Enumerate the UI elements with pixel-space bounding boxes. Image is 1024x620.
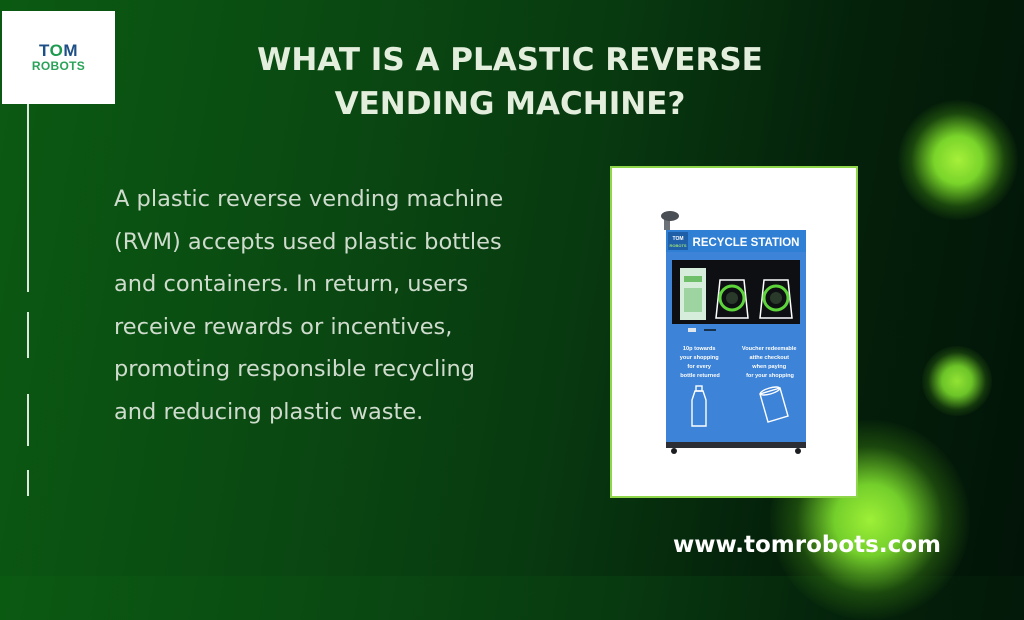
website-url[interactable]: www.tomrobots.com <box>673 532 942 558</box>
logo-wordmark-top: TOM <box>39 41 78 60</box>
green-glow-decoration <box>898 100 1018 220</box>
description-text: A plastic reverse vending machine (RVM) … <box>114 178 584 433</box>
divider-line <box>27 104 29 292</box>
description-line: and reducing plastic waste. <box>114 398 424 425</box>
divider-line <box>27 394 29 446</box>
can-icon <box>759 386 789 423</box>
reverse-vending-machine-illustration: TOM ROBOTS RECYCLE STATION 10p towards y… <box>661 211 806 454</box>
description-line: receive rewards or incentives, <box>114 313 453 340</box>
bottle-icon <box>691 385 707 427</box>
divider-line <box>27 470 29 496</box>
machine-header-label: RECYCLE STATION <box>693 237 800 249</box>
logo-wordmark-bottom: ROBOTS <box>31 59 86 73</box>
machine-photo: TOM ROBOTS RECYCLE STATION 10p towards y… <box>610 166 858 498</box>
machine-badge-top: TOM <box>672 236 683 242</box>
machine-left-caption: 10p towards your shopping for every bott… <box>680 346 721 379</box>
description-line: promoting responsible recycling <box>114 356 476 382</box>
machine-badge-bottom: ROBOTS <box>669 243 686 248</box>
green-glow-decoration <box>922 346 992 416</box>
page-title: WHAT IS A PLASTIC REVERSE VENDING MACHIN… <box>257 42 763 122</box>
divider-line <box>27 312 29 358</box>
description-line: A plastic reverse vending machine <box>114 186 504 212</box>
machine-right-caption: Voucher redeemable atthe checkout when p… <box>742 346 798 379</box>
company-logo[interactable]: TOM ROBOTS <box>2 11 115 104</box>
description-line: and containers. In return, users <box>114 271 469 297</box>
description-line: (RVM) accepts used plastic bottles <box>114 228 502 255</box>
